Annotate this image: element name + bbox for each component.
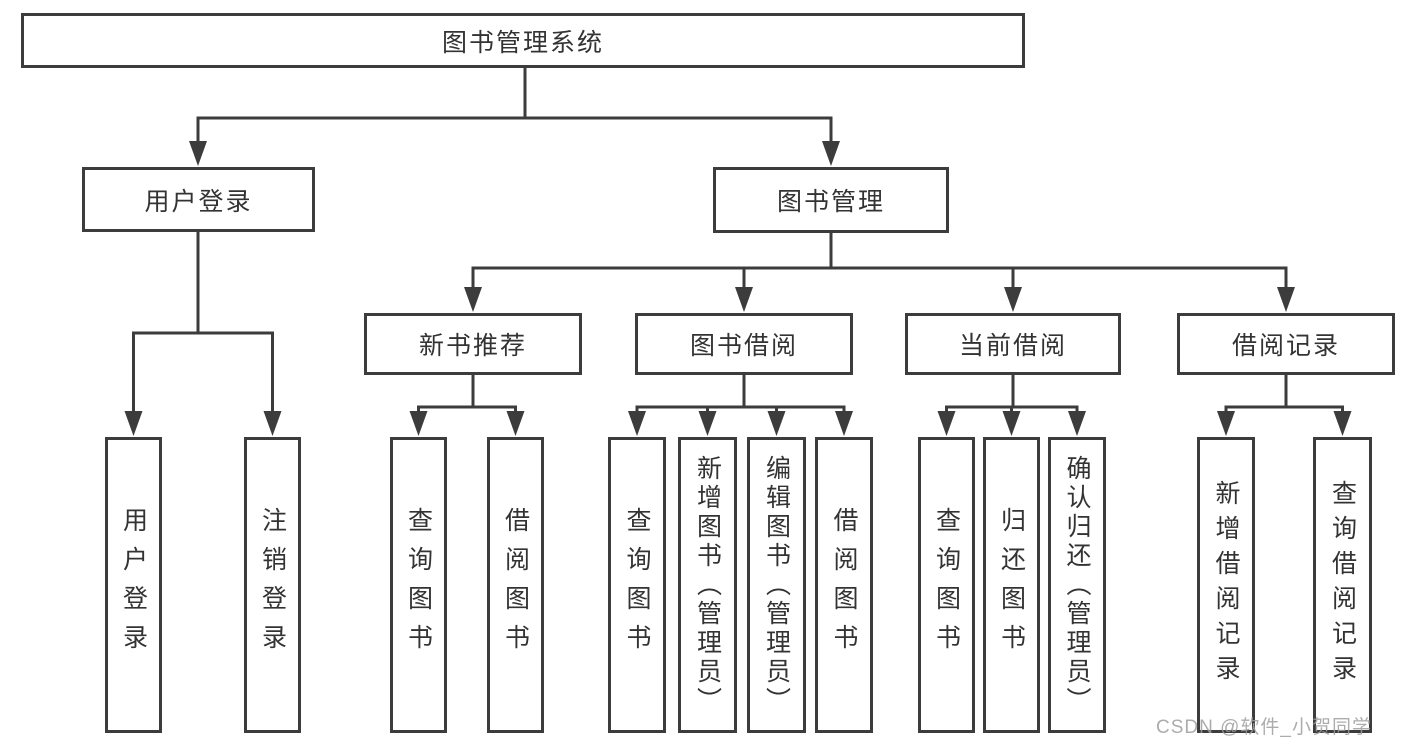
node-book-management: 图书管理 xyxy=(713,167,949,233)
leaf-borrow-edit-books-admin: 编辑图书（管理员） xyxy=(747,437,806,733)
leaf-newrec-query-books: 查询图书 xyxy=(390,437,447,733)
leaf-logout: 注销登录 xyxy=(244,437,301,733)
leaf-records-query-record: 查询借阅记录 xyxy=(1313,437,1372,733)
leaf-current-return-books: 归还图书 xyxy=(983,437,1040,733)
node-borrow-records: 借阅记录 xyxy=(1177,313,1395,375)
leaf-borrow-query-books: 查询图书 xyxy=(608,437,666,733)
leaf-borrow-borrow-books: 借阅图书 xyxy=(815,437,873,733)
node-book-borrow: 图书借阅 xyxy=(635,313,853,375)
leaf-newrec-borrow-books: 借阅图书 xyxy=(487,437,544,733)
leaf-current-confirm-return-admin: 确认归还（管理员） xyxy=(1048,437,1106,733)
node-library-management-system: 图书管理系统 xyxy=(21,13,1025,68)
leaf-borrow-add-books-admin: 新增图书（管理员） xyxy=(678,437,737,733)
node-user-login: 用户登录 xyxy=(82,167,315,232)
leaf-current-query-books: 查询图书 xyxy=(918,437,975,733)
node-new-book-recommend: 新书推荐 xyxy=(364,313,582,375)
leaf-records-add-record: 新增借阅记录 xyxy=(1197,437,1255,733)
leaf-user-login: 用户登录 xyxy=(105,437,162,733)
node-current-borrow: 当前借阅 xyxy=(905,313,1121,375)
watermark: CSDN @软件_小贺同学 xyxy=(1156,717,1372,738)
